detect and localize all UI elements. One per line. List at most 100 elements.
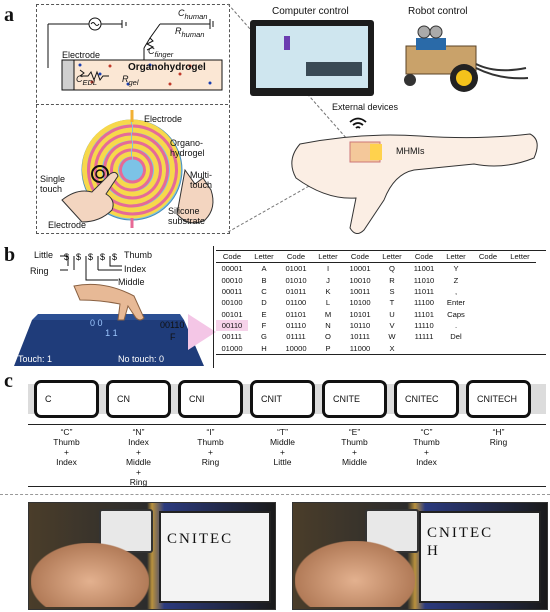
column-letter: “N”: [132, 427, 145, 437]
table-cell: 01011: [285, 287, 307, 297]
table-cell: T: [389, 298, 395, 308]
column-finger: Middle: [269, 437, 296, 447]
screen-left-text: CNITEC: [167, 531, 234, 547]
column-finger: +: [136, 447, 141, 457]
table-header-cell: Letter: [376, 251, 408, 264]
table-cell: 10111: [350, 332, 370, 342]
column-finger: +: [424, 447, 429, 457]
robot-car: [404, 25, 529, 92]
table-divider: [213, 246, 214, 368]
r-gel-label: Rgel: [122, 74, 139, 87]
table-cell: N: [325, 320, 331, 330]
table-cell: E: [261, 309, 267, 319]
column-finger: Middle: [125, 457, 152, 467]
table-cell: 10001: [349, 264, 371, 274]
touch-legend-no-touch: No touch: 0: [118, 354, 165, 364]
word-box: C: [34, 380, 99, 418]
svg-text:$: $: [76, 252, 81, 262]
hand-digits: 0 0 1 1: [90, 318, 118, 338]
table-header-cell: Letter: [312, 251, 344, 264]
table-cell: Caps: [447, 309, 465, 319]
finger-middle-label: Middle: [118, 277, 145, 287]
hand-pad-illustration: [14, 283, 204, 366]
column-finger: +: [352, 447, 357, 457]
table-cell: U: [389, 309, 395, 319]
table-cell: L: [325, 298, 331, 308]
table-cell: 01110: [286, 320, 306, 330]
table-cell: 11100: [414, 298, 434, 308]
column-finger: Thumb: [341, 437, 368, 447]
hand-digit: 1: [112, 328, 118, 338]
table-cell: W: [388, 332, 396, 342]
table-cell: Q: [389, 264, 395, 274]
table-cell: 11111: [414, 332, 434, 342]
table-cell: 10000: [285, 343, 307, 353]
column-finger: +: [136, 467, 141, 477]
word-box-text: CNITECH: [477, 394, 517, 404]
table-cell: 11000: [349, 343, 371, 353]
finger-column: “C”Thumb+Index: [394, 427, 459, 467]
table-cell: Enter: [446, 298, 466, 308]
word-box-text: CNITE: [333, 394, 360, 404]
table-cell: 11010: [413, 275, 435, 285]
table-cell: 01100: [285, 298, 307, 308]
svg-text:$: $: [112, 252, 117, 262]
table-cell: 11101: [414, 309, 434, 319]
finger-column: “N”Index+Middle+Ring: [106, 427, 171, 487]
table-cell: 00100: [221, 298, 243, 308]
column-finger: Thumb: [197, 437, 224, 447]
table-cell: 00101: [221, 309, 243, 319]
table-cell: I: [326, 264, 330, 274]
column-letter: “I”: [206, 427, 215, 437]
column-finger: Index: [56, 457, 77, 467]
table-cell: S: [389, 287, 395, 297]
table-cell: 10100: [349, 298, 371, 308]
tetris-block: [284, 36, 290, 50]
column-letter: “T”: [277, 427, 288, 437]
table-header-cell: Code: [408, 251, 440, 264]
c-finger-label: Cfinger: [148, 46, 174, 59]
photo-right: CNITEC H: [292, 502, 548, 610]
photo-left: CNITEC: [28, 502, 276, 610]
schematic-inset: [36, 4, 230, 234]
word-box: CNITECH: [466, 380, 531, 418]
hand-digit: 0: [90, 318, 96, 328]
table-cell: O: [325, 332, 331, 342]
column-finger: Little: [273, 457, 292, 467]
word-box-text: CNITEC: [405, 394, 439, 404]
inset-divider: [36, 104, 228, 105]
table-cell: Del: [450, 332, 462, 342]
hand-touch-icons: [61, 168, 214, 224]
organohydrogel-label: Organohydrogel: [128, 62, 206, 73]
column-finger: Middle: [341, 457, 368, 467]
table-cell: M: [324, 309, 332, 319]
table-cell: 10010: [349, 275, 371, 285]
table-header-cell: Letter: [440, 251, 472, 264]
hand-digit: 0: [97, 318, 103, 328]
wireless-icon: [349, 117, 367, 129]
finger-ring-label: Ring: [30, 266, 49, 276]
panel-b-letter: b: [4, 244, 16, 266]
multi-touch-label: Multi- touch: [190, 170, 213, 190]
svg-text:$: $: [64, 252, 69, 262]
table-header-cell: Code: [344, 251, 376, 264]
table-cell: .: [454, 320, 458, 330]
screen-right-text-line1: CNITEC: [427, 525, 494, 541]
column-letter: “E”: [348, 427, 361, 437]
table-header-cell: Letter: [248, 251, 280, 264]
column-finger: Index: [416, 457, 437, 467]
table-cell: F: [261, 320, 267, 330]
column-finger: +: [64, 447, 69, 457]
table-cell: 00111: [222, 332, 242, 342]
column-finger: Ring: [489, 437, 508, 447]
table-cell: 10110: [349, 320, 371, 330]
word-box: CNITE: [322, 380, 387, 418]
table-cell: 00001: [221, 264, 243, 274]
monitor-screen: [256, 26, 368, 88]
highlight-arrow: [188, 314, 216, 350]
table-cell: J: [326, 275, 330, 285]
